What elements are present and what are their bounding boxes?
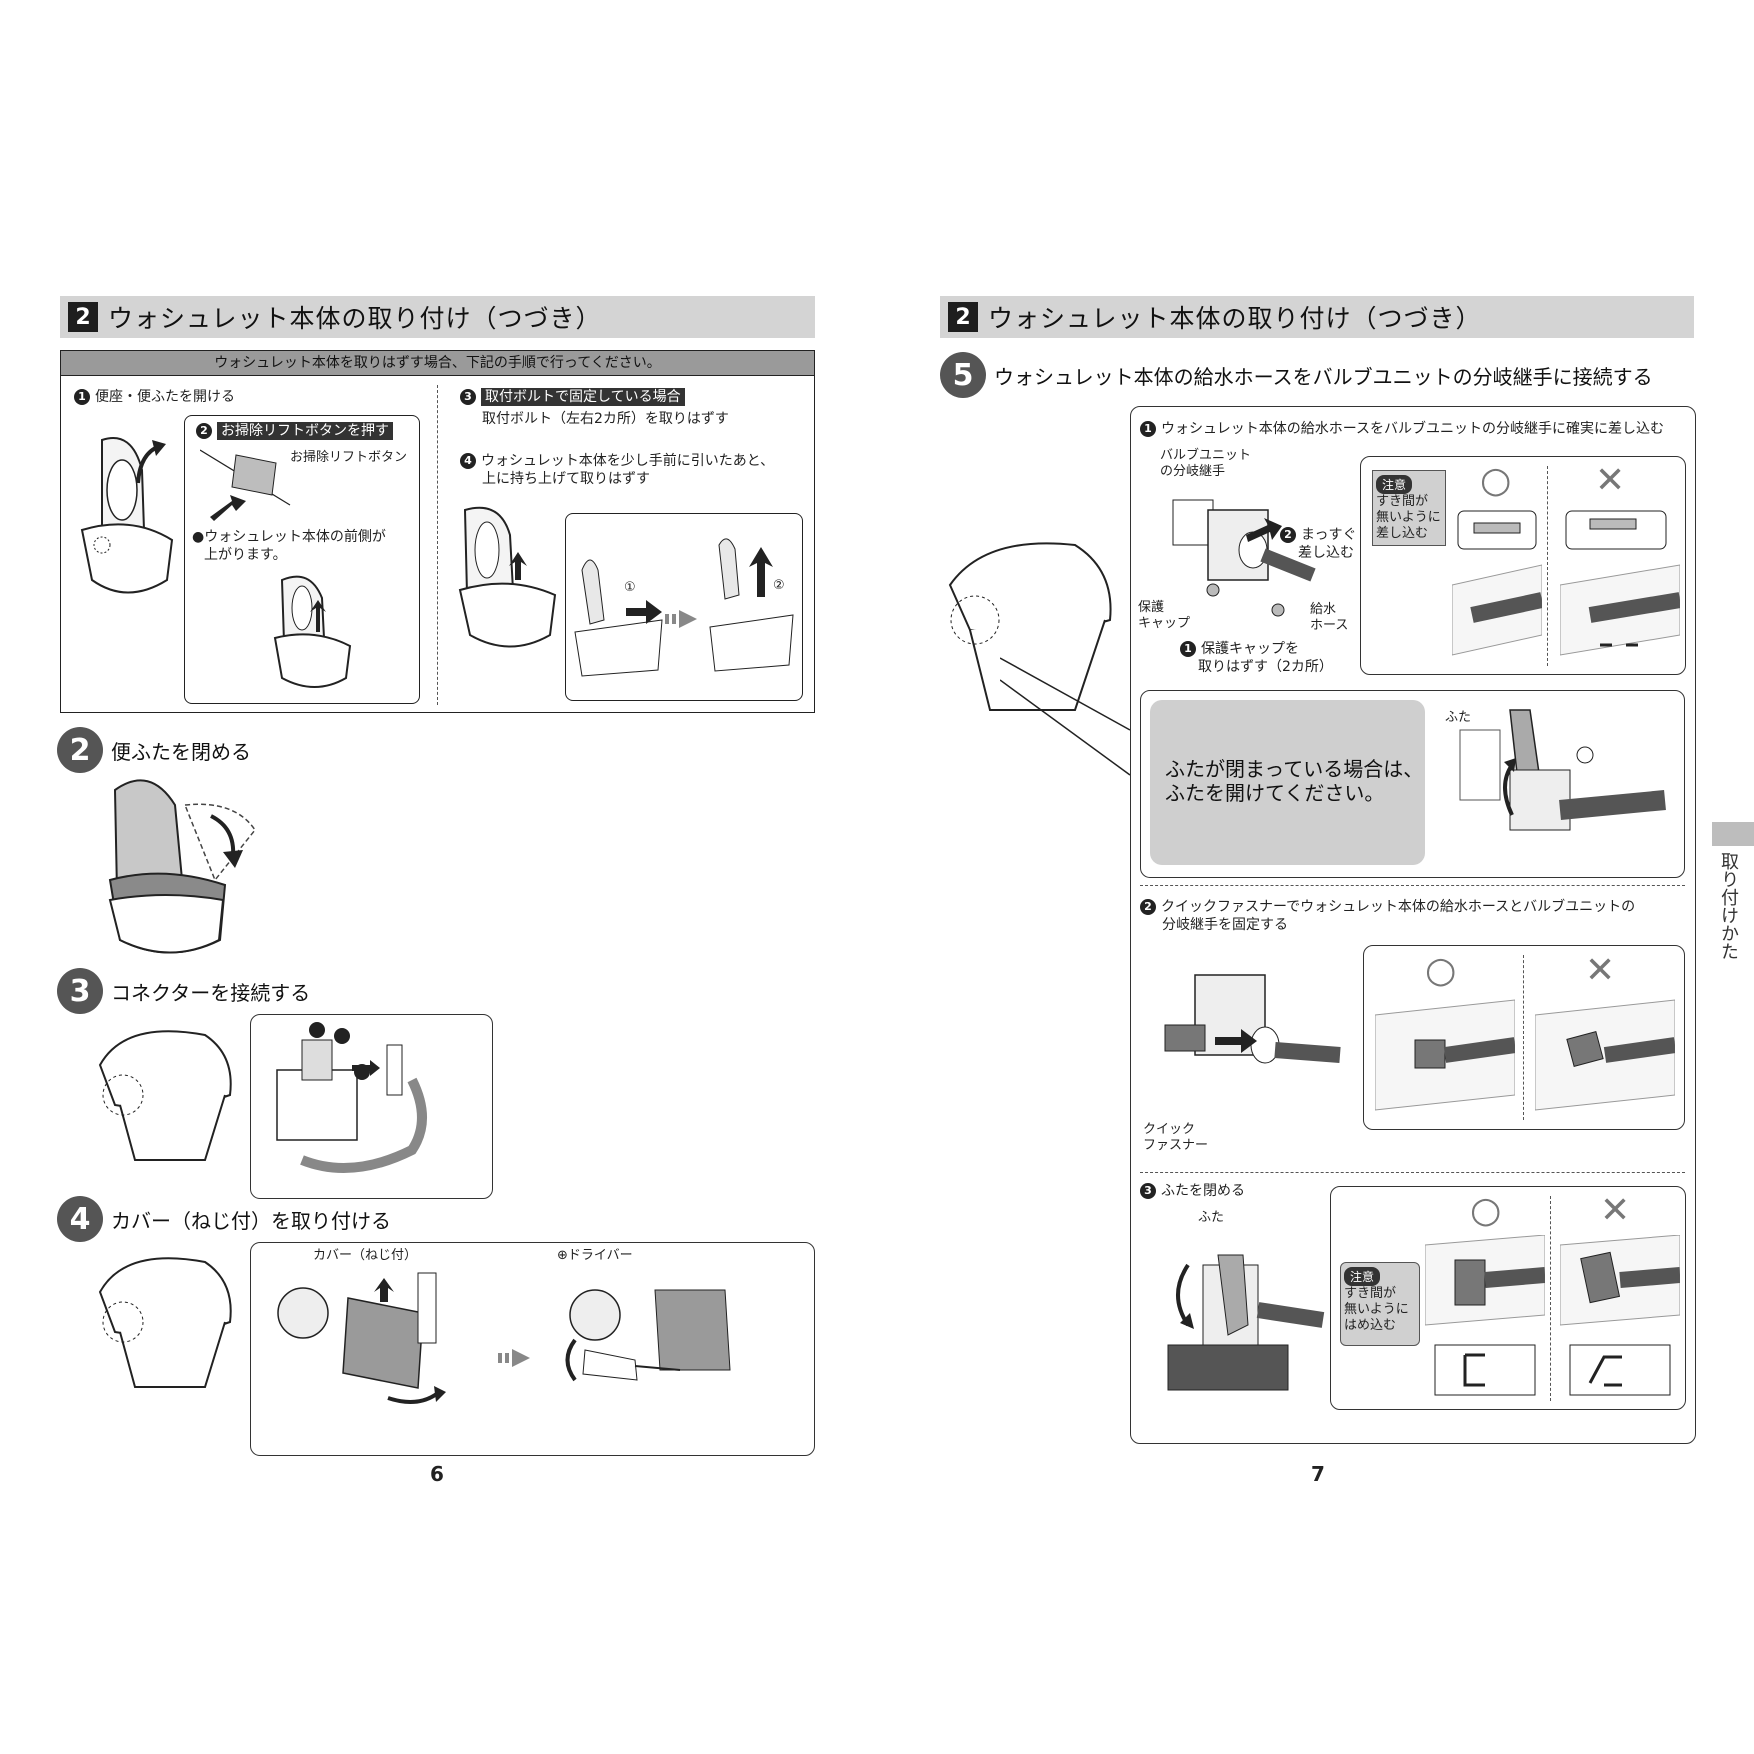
side-tab (1712, 822, 1754, 846)
toilet-remove-illustration (458, 506, 557, 648)
cleaning-lift-button-illustration (200, 449, 291, 521)
lid-note-text: ふたが閉まっている場合は、 ふたを開けてください。 (1165, 757, 1424, 805)
lid-note-box (1150, 700, 1425, 865)
step-3-header: 3 コネクターを接続する (57, 968, 310, 1014)
caution-box-1: 注意 すき間が 無いように 差し込む (1372, 470, 1446, 546)
step-5-header: 5 ウォシュレット本体の給水ホースをバルブユニットの分岐継手に接続する (940, 352, 1653, 398)
valve-joint-label: バルブユニット の分岐継手 (1160, 448, 1252, 479)
ng-fastener-illustration (1535, 999, 1675, 1111)
cover-label: カバー（ねじ付） (313, 1248, 418, 1263)
ng-mark-3: ✕ (1600, 1190, 1631, 1231)
right-section-header: 2 ウォシュレット本体の取り付け（つづき） (940, 296, 1694, 338)
quick-fastener-label: クイック ファスナー (1143, 1122, 1209, 1153)
ok-fastener-illustration (1375, 999, 1515, 1111)
close-arrow-icon (210, 814, 243, 868)
ok-insert-illustration (1452, 510, 1542, 656)
ng-mark-1: ✕ (1595, 460, 1626, 501)
pull-forward-illustration (574, 559, 663, 677)
lid-label-2: ふた (1198, 1210, 1225, 1225)
removal-header: ウォシュレット本体を取りはずす場合、下記の手順で行ってください。 (61, 351, 814, 376)
cover-attach-illustration (277, 1272, 446, 1404)
mark-1: ① (624, 580, 636, 595)
caution-box-3: 注意 すき間が 無いように はめ込む (1340, 1262, 1420, 1346)
cleaning-lift-button-label: お掃除リフトボタン (290, 450, 408, 465)
ng-clip-illustration (1560, 1235, 1680, 1396)
close-lid-illustration (108, 779, 255, 954)
lid-label: ふた (1445, 710, 1472, 725)
ok-mark-1: ○ (1480, 460, 1512, 501)
next-step-arrow-icon (665, 610, 697, 628)
removal-step-2-panel (184, 415, 420, 704)
supply-hose-label: 給水 ホース (1310, 602, 1349, 633)
connector-illustration (276, 1022, 427, 1173)
step-2-header: 2 便ふたを閉める (57, 727, 251, 773)
left-section-number: 2 (68, 302, 98, 332)
ng-mark-2: ✕ (1585, 950, 1616, 991)
right-section-number: 2 (948, 302, 978, 332)
open-lid-illustration (1459, 709, 1666, 831)
toilet-lifted-illustration (273, 575, 352, 688)
left-page-number: 6 (430, 1462, 444, 1486)
ok-mark-2: ○ (1425, 950, 1457, 991)
fastener-compare-divider (1523, 955, 1524, 1120)
ok-mark-3: ○ (1470, 1190, 1502, 1231)
removal-step-3-sub: 取付ボルト（左右2カ所）を取りはずす (482, 411, 729, 427)
removal-step-4-panel (565, 513, 803, 701)
right-page-number: 7 (1311, 1462, 1325, 1486)
toilet-side-illustration-step5 (948, 542, 1112, 711)
sub-divider-2 (1140, 1172, 1685, 1173)
close-lid-clip-illustration (1167, 1254, 1325, 1391)
zoom-lines (1000, 657, 1131, 776)
ok-clip-illustration (1425, 1235, 1545, 1396)
toilet-open-illustration (80, 437, 174, 594)
left-section-title: ウォシュレット本体の取り付け（つづき） (108, 304, 602, 333)
driver-label: ⊕ドライバー (557, 1248, 633, 1263)
mark-2: ② (773, 578, 785, 593)
open-arrow-icon (136, 440, 166, 484)
quick-fastener-illustration (1164, 974, 1341, 1064)
lift-up-illustration (709, 538, 794, 672)
hose-insert-illustration (1172, 499, 1316, 617)
left-section-header: 2 ウォシュレット本体の取り付け（つづき） (60, 296, 815, 338)
insert-compare-divider (1547, 466, 1548, 666)
screw-tighten-illustration (565, 1289, 731, 1382)
clip-compare-divider (1550, 1196, 1551, 1401)
lift-note: ●ウォシュレット本体の前側が 上がります。 (192, 529, 386, 563)
toilet-side-illustration-step4 (98, 1257, 232, 1388)
side-tab-label: 取り付けかた (1718, 852, 1739, 960)
step-4-header: 4 カバー（ねじ付）を取り付ける (57, 1196, 391, 1242)
removal-divider (437, 385, 438, 705)
right-section-title: ウォシュレット本体の取り付け（つづき） (988, 304, 1482, 333)
sub-divider-1 (1140, 885, 1685, 886)
next-step-arrow-icon-2 (498, 1349, 530, 1367)
ng-insert-illustration (1560, 510, 1680, 656)
protective-cap-label: 保護 キャップ (1138, 600, 1191, 631)
toilet-side-illustration-step3 (98, 1030, 232, 1161)
